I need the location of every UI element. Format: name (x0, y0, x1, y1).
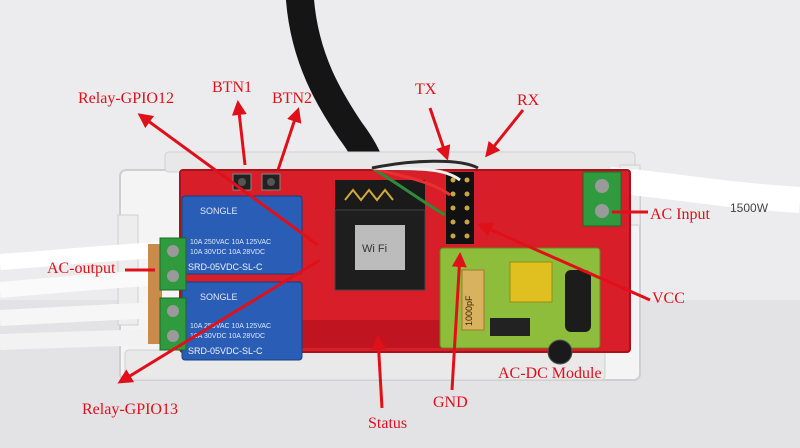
wifi-logo: Wi Fi (362, 243, 387, 255)
esp-module: Wi Fi (334, 180, 426, 291)
relays: SONGLE 10A 250VAC 10A 125VAC 10A 30VDC 1… (181, 195, 303, 361)
svg-text:10A 250VAC 10A 125VAC: 10A 250VAC 10A 125VAC (190, 239, 271, 246)
label-tx: TX (415, 81, 437, 98)
capacitor-marking: 1000pF (464, 295, 474, 326)
arrow-btn1 (231, 100, 247, 166)
label-vcc: VCC (652, 290, 685, 307)
ac-input-cable: 1500W (608, 167, 800, 215)
jumper-wires (371, 159, 479, 217)
label-rx: RX (517, 92, 540, 109)
svg-text:10A 250VAC 10A 125VAC: 10A 250VAC 10A 125VAC (190, 323, 271, 330)
arrow-status (371, 335, 387, 409)
relay-model-top: SRD-05VDC-SL-C (188, 262, 263, 272)
label-ac-dc-module: AC-DC Module (498, 365, 602, 382)
header-pins (446, 172, 474, 244)
arrow-gnd (450, 252, 467, 391)
label-status: Status (368, 415, 408, 432)
cable-marking: 1500W (730, 201, 769, 215)
label-btn2: BTN2 (272, 90, 312, 107)
ac-output-cables (0, 242, 166, 350)
label-gnd: GND (433, 394, 468, 411)
output-terminals (159, 237, 187, 351)
annotation-arrows (117, 100, 651, 409)
label-relay-gpio13: Relay-GPIO13 (82, 401, 178, 418)
arrow-relay-gpio13 (117, 258, 321, 384)
arrow-vcc (477, 222, 651, 302)
label-ac-input: AC Input (650, 206, 710, 223)
svg-text:10A 30VDC 10A 28VDC: 10A 30VDC 10A 28VDC (190, 333, 265, 340)
acdc-module: 1000pF (439, 247, 601, 365)
label-ac-output: AC-output (47, 260, 116, 277)
svg-text:SONGLE: SONGLE (200, 292, 238, 302)
arrow-rx (485, 109, 525, 158)
arrow-btn2 (276, 107, 302, 171)
relay-model-bottom: SRD-05VDC-SL-C (188, 346, 263, 356)
label-btn1: BTN1 (212, 79, 252, 96)
relay-brand-top: SONGLE (200, 206, 238, 216)
arrow-relay-gpio12 (137, 113, 319, 247)
svg-text:10A 30VDC 10A 28VDC: 10A 30VDC 10A 28VDC (190, 249, 265, 256)
label-relay-gpio12: Relay-GPIO12 (78, 90, 174, 107)
input-terminal (582, 171, 622, 227)
arrow-tx (428, 107, 451, 161)
